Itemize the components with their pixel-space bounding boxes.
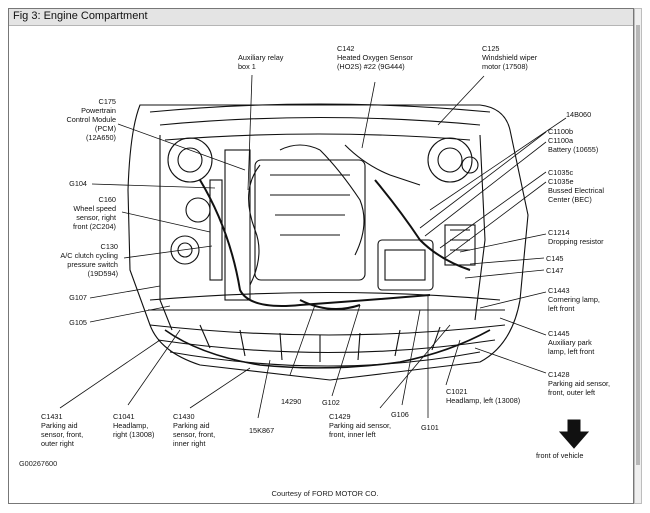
callout-auxiliary-relay: Auxiliary relay box 1: [238, 53, 284, 71]
body-outline: [127, 104, 529, 381]
callout-c175: C175 Powertrain Control Module (PCM) (12…: [66, 97, 116, 142]
leader-lines: [59, 74, 567, 419]
battery: [444, 224, 476, 266]
title-bar: Fig 3: Engine Compartment: [9, 9, 633, 26]
callout-15k867: 15K867: [249, 426, 275, 435]
engine-block: [254, 159, 366, 281]
callout-g105: G105: [69, 318, 87, 327]
callout-c1431: C1431 Parking aid sensor, front, outer r…: [41, 412, 84, 448]
cowl: [149, 103, 491, 113]
courtesy-footer: Courtesy of FORD MOTOR CO.: [271, 489, 379, 498]
callout-14290: 14290: [281, 397, 302, 406]
callout-c1428: C1428 Parking aid sensor, front, outer l…: [548, 370, 611, 397]
callout-g107: G107: [69, 293, 87, 302]
callout-c1214: C1214 Dropping resistor: [548, 228, 604, 246]
callout-c147: C147: [546, 266, 564, 275]
left-strut-tower: [167, 137, 213, 183]
figure-code: G00267600: [19, 459, 58, 468]
vertical-scrollbar[interactable]: [634, 8, 642, 504]
air-cleaner-box: [377, 239, 434, 291]
callout-c1443: C1443 Cornering lamp, left front: [548, 286, 600, 313]
figure-title: Fig 3: Engine Compartment: [13, 10, 148, 22]
front-of-vehicle-arrow: [558, 419, 590, 449]
callout-g102: G102: [322, 398, 340, 407]
callout-c1021: C1021 Headlamp, left (13008): [446, 387, 521, 405]
firewall: [164, 133, 471, 141]
right-strut-tower: [427, 137, 473, 183]
callout-c142: C142 Heated Oxygen Sensor (HO2S) #22 (9G…: [337, 44, 413, 71]
callout-c160: C160 Wheel speed sensor, right front (2C…: [73, 195, 116, 231]
front-bumper: [149, 324, 506, 336]
radiator-support: [149, 291, 501, 301]
engine-bay-drawing: [127, 103, 529, 381]
callout-c125: C125 Windshield wiper motor (17508): [482, 44, 538, 71]
callout-g101: G101: [421, 423, 439, 432]
cowl-inner: [159, 116, 481, 126]
callout-c1429: C1429 Parking aid sensor, front, inner l…: [329, 412, 392, 439]
callout-14b060: 14B060: [566, 110, 592, 119]
figure-border: [8, 8, 634, 504]
callout-c1035: C1035c C1035e Bussed Electrical Center (…: [548, 168, 604, 204]
callout-c1100: C1100b C1100a Battery (10655): [548, 127, 599, 154]
front-arrow-icon: [558, 419, 590, 449]
callout-c1445: C1445 Auxiliary park lamp, left front: [548, 329, 595, 356]
callout-c130: C130 A/C clutch cycling pressure switch …: [60, 242, 118, 278]
callout-c1041: C1041 Headlamp, right (13008): [113, 412, 155, 439]
front-of-vehicle-label: front of vehicle: [536, 451, 584, 460]
callout-c145: C145: [546, 254, 564, 263]
scrollbar-thumb[interactable]: [636, 25, 640, 465]
callout-g104: G104: [69, 179, 87, 188]
callout-c1430: C1430 Parking aid sensor, front, inner r…: [173, 412, 216, 448]
callout-g106: G106: [391, 410, 409, 419]
